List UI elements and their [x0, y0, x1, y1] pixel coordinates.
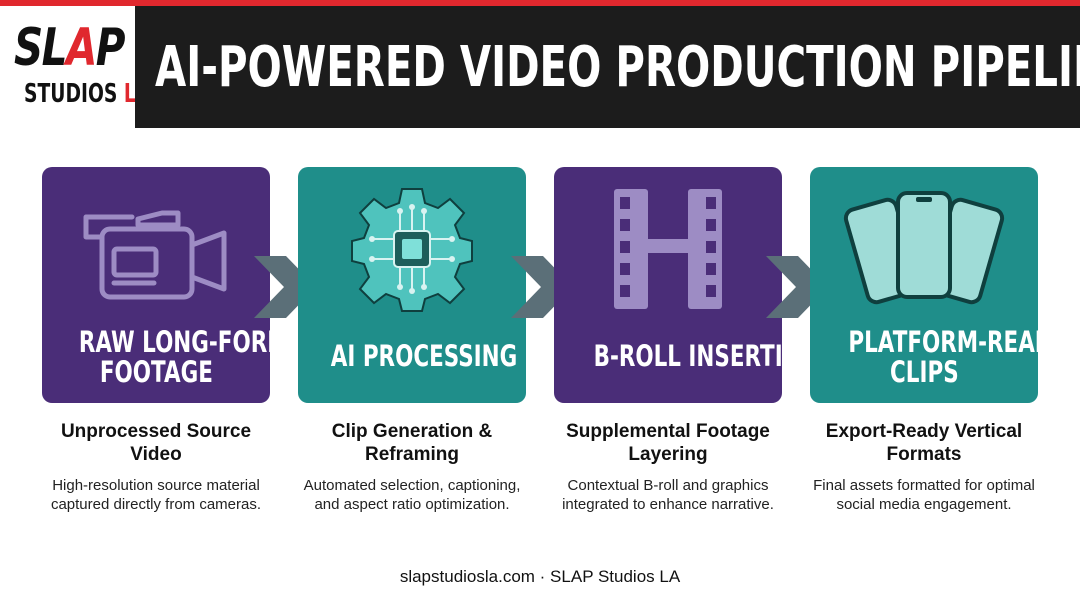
logo-subtitle: STUDIOS LA: [24, 80, 150, 108]
step-title-line2: Reframing: [365, 444, 459, 465]
logo-main-prefix: SL: [14, 18, 67, 78]
step-desc-line2: social media engagement.: [836, 496, 1012, 513]
step-desc-line2: captured directly from cameras.: [50, 496, 262, 513]
step-desc-line1: Automated selection, captioning,: [303, 477, 521, 494]
step-desc-line1: Contextual B-roll and graphics: [567, 477, 769, 494]
step-title: Supplemental Footage Layering: [543, 420, 793, 466]
step-title-line2: Video: [130, 444, 182, 465]
step-label: AI PROCESSING: [298, 341, 526, 371]
film-strip-icon: [614, 189, 722, 309]
step-title-line1: Unprocessed Source: [60, 421, 252, 442]
header: SLAP STUDIOS LA AI-POWERED VIDEO PRODUCT…: [0, 6, 1080, 128]
step-title-line2: Layering: [628, 444, 708, 465]
step-label-line1: PLATFORM-READY: [848, 325, 1067, 359]
top-accent-strip: [0, 0, 1080, 6]
step-label-line1: RAW LONG-FORM: [78, 325, 289, 359]
title-bar: AI-POWERED VIDEO PRODUCTION PIPELINE: [135, 6, 1080, 128]
step-title: Unprocessed Source Video: [31, 420, 281, 466]
step-title-line1: Clip Generation &: [331, 421, 493, 442]
step-label-line2: FOOTAGE: [99, 355, 213, 389]
step-card-b-roll: B-ROLL INSERTION: [554, 167, 819, 403]
step-title-line2: Formats: [886, 444, 962, 465]
logo-main-suffix: P: [95, 18, 126, 78]
step-label-line1: B-ROLL INSERTION: [593, 339, 819, 373]
ai-chip-gear-icon: [351, 188, 473, 312]
step-desc-line1: High-resolution source material: [52, 477, 260, 494]
step-title-line1: Export-Ready Vertical: [825, 421, 1023, 442]
logo-wordmark: SLAP: [14, 22, 126, 74]
footer-link[interactable]: slapstudiosla.com · SLAP Studios LA: [399, 567, 681, 586]
smartphones-icon: [843, 191, 1005, 305]
step-card-ai-processing: AI PROCESSING: [298, 167, 526, 403]
step-title-line1: Supplemental Footage: [566, 421, 770, 442]
step-label: PLATFORM-READY CLIPS: [810, 327, 1066, 389]
step-desc-line2: integrated to enhance narrative.: [562, 496, 774, 513]
step-card-platform-ready: PLATFORM-READY CLIPS: [810, 167, 1067, 403]
video-camera-icon: [83, 210, 227, 300]
step-title: Export-Ready Vertical Formats: [799, 420, 1049, 466]
step-desc-line1: Final assets formatted for optimal: [813, 477, 1035, 494]
step-card-raw-footage: RAW LONG-FORM FOOTAGE: [42, 167, 289, 403]
logo-main-accent: A: [65, 18, 97, 78]
step-description: High-resolution source material captured…: [26, 476, 286, 514]
page-title: AI-POWERED VIDEO PRODUCTION PIPELINE: [155, 35, 1080, 100]
step-label: B-ROLL INSERTION: [554, 341, 819, 371]
logo-sub-prefix: STUDIOS: [24, 79, 124, 109]
step-label-line2: CLIPS: [889, 355, 959, 389]
step-description: Final assets formatted for optimal socia…: [794, 476, 1054, 514]
brand-logo[interactable]: SLAP STUDIOS LA: [0, 6, 150, 128]
step-label: RAW LONG-FORM FOOTAGE: [42, 327, 289, 389]
step-label-line1: AI PROCESSING: [330, 339, 518, 373]
step-description: Contextual B-roll and graphics integrate…: [538, 476, 798, 514]
step-desc-line2: and aspect ratio optimization.: [314, 496, 510, 513]
step-description: Automated selection, captioning, and asp…: [282, 476, 542, 514]
step-title: Clip Generation & Reframing: [287, 420, 537, 466]
